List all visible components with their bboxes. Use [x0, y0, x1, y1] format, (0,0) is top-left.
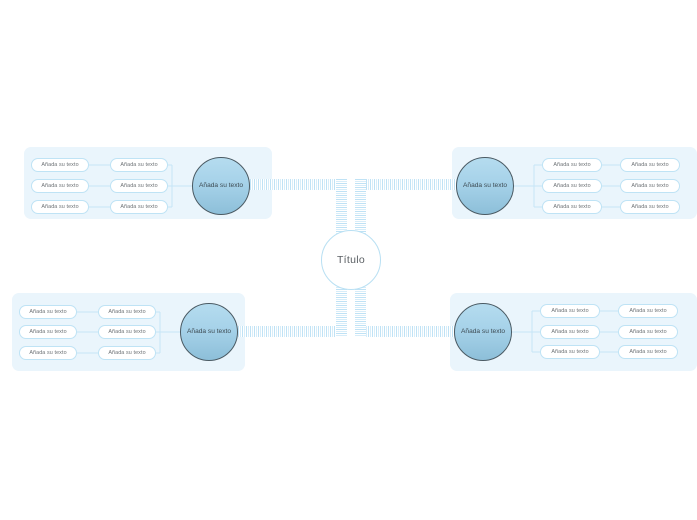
topic-pill-label: Añada su texto: [553, 204, 591, 210]
topic-pill[interactable]: Añada su texto: [98, 305, 156, 319]
topic-pill[interactable]: Añada su texto: [540, 345, 600, 359]
branch-node-label: Añada su texto: [187, 328, 231, 336]
topic-pill-label: Añada su texto: [41, 162, 79, 168]
topic-pill[interactable]: Añada su texto: [31, 179, 89, 193]
topic-pill-label: Añada su texto: [629, 349, 667, 355]
topic-pill-label: Añada su texto: [553, 183, 591, 189]
topic-pill[interactable]: Añada su texto: [618, 325, 678, 339]
topic-pill-label: Añada su texto: [108, 309, 146, 315]
topic-pill[interactable]: Añada su texto: [620, 158, 680, 172]
ribbon-stem-upper-right: [355, 179, 366, 235]
topic-pill-label: Añada su texto: [551, 349, 589, 355]
branch-node-bottom-right[interactable]: Añada su texto: [454, 303, 512, 361]
ribbon-stem-lower-left: [336, 285, 347, 337]
topic-pill[interactable]: Añada su texto: [110, 200, 168, 214]
topic-pill-label: Añada su texto: [29, 329, 67, 335]
topic-pill-label: Añada su texto: [120, 183, 158, 189]
ribbon-connector-top-right: [366, 179, 458, 190]
topic-pill[interactable]: Añada su texto: [620, 200, 680, 214]
branch-node-bottom-left[interactable]: Añada su texto: [180, 303, 238, 361]
topic-pill[interactable]: Añada su texto: [618, 345, 678, 359]
topic-pill[interactable]: Añada su texto: [98, 325, 156, 339]
ribbon-connector-bottom-right: [364, 326, 456, 337]
branch-node-label: Añada su texto: [199, 182, 243, 190]
topic-pill-label: Añada su texto: [120, 162, 158, 168]
topic-pill[interactable]: Añada su texto: [620, 179, 680, 193]
topic-pill-label: Añada su texto: [631, 183, 669, 189]
ribbon-connector-top-left: [250, 179, 336, 190]
topic-pill[interactable]: Añada su texto: [110, 179, 168, 193]
topic-pill-label: Añada su texto: [551, 329, 589, 335]
topic-pill[interactable]: Añada su texto: [540, 304, 600, 318]
topic-pill-label: Añada su texto: [120, 204, 158, 210]
topic-pill[interactable]: Añada su texto: [542, 158, 602, 172]
topic-pill[interactable]: Añada su texto: [110, 158, 168, 172]
topic-pill-label: Añada su texto: [553, 162, 591, 168]
topic-pill-label: Añada su texto: [629, 308, 667, 314]
topic-pill[interactable]: Añada su texto: [542, 179, 602, 193]
topic-pill-label: Añada su texto: [29, 350, 67, 356]
topic-pill[interactable]: Añada su texto: [98, 346, 156, 360]
topic-pill-label: Añada su texto: [41, 183, 79, 189]
topic-pill-label: Añada su texto: [41, 204, 79, 210]
ribbon-connector-bottom-left: [238, 326, 338, 337]
topic-pill[interactable]: Añada su texto: [31, 158, 89, 172]
topic-pill[interactable]: Añada su texto: [31, 200, 89, 214]
topic-pill[interactable]: Añada su texto: [542, 200, 602, 214]
topic-pill-label: Añada su texto: [631, 162, 669, 168]
topic-pill-label: Añada su texto: [108, 350, 146, 356]
topic-pill[interactable]: Añada su texto: [19, 325, 77, 339]
branch-node-label: Añada su texto: [461, 328, 505, 336]
topic-pill-label: Añada su texto: [108, 329, 146, 335]
topic-pill[interactable]: Añada su texto: [19, 346, 77, 360]
branch-node-top-right[interactable]: Añada su texto: [456, 157, 514, 215]
branch-node-top-left[interactable]: Añada su texto: [192, 157, 250, 215]
branch-node-label: Añada su texto: [463, 182, 507, 190]
topic-pill[interactable]: Añada su texto: [19, 305, 77, 319]
ribbon-stem-lower-right: [355, 285, 366, 337]
center-title-node[interactable]: Título: [321, 230, 381, 290]
topic-pill-label: Añada su texto: [631, 204, 669, 210]
ribbon-stem-upper-left: [336, 179, 347, 235]
topic-pill-label: Añada su texto: [29, 309, 67, 315]
topic-pill[interactable]: Añada su texto: [540, 325, 600, 339]
topic-pill-label: Añada su texto: [551, 308, 589, 314]
center-title-label: Título: [336, 254, 366, 266]
topic-pill-label: Añada su texto: [629, 329, 667, 335]
topic-pill[interactable]: Añada su texto: [618, 304, 678, 318]
